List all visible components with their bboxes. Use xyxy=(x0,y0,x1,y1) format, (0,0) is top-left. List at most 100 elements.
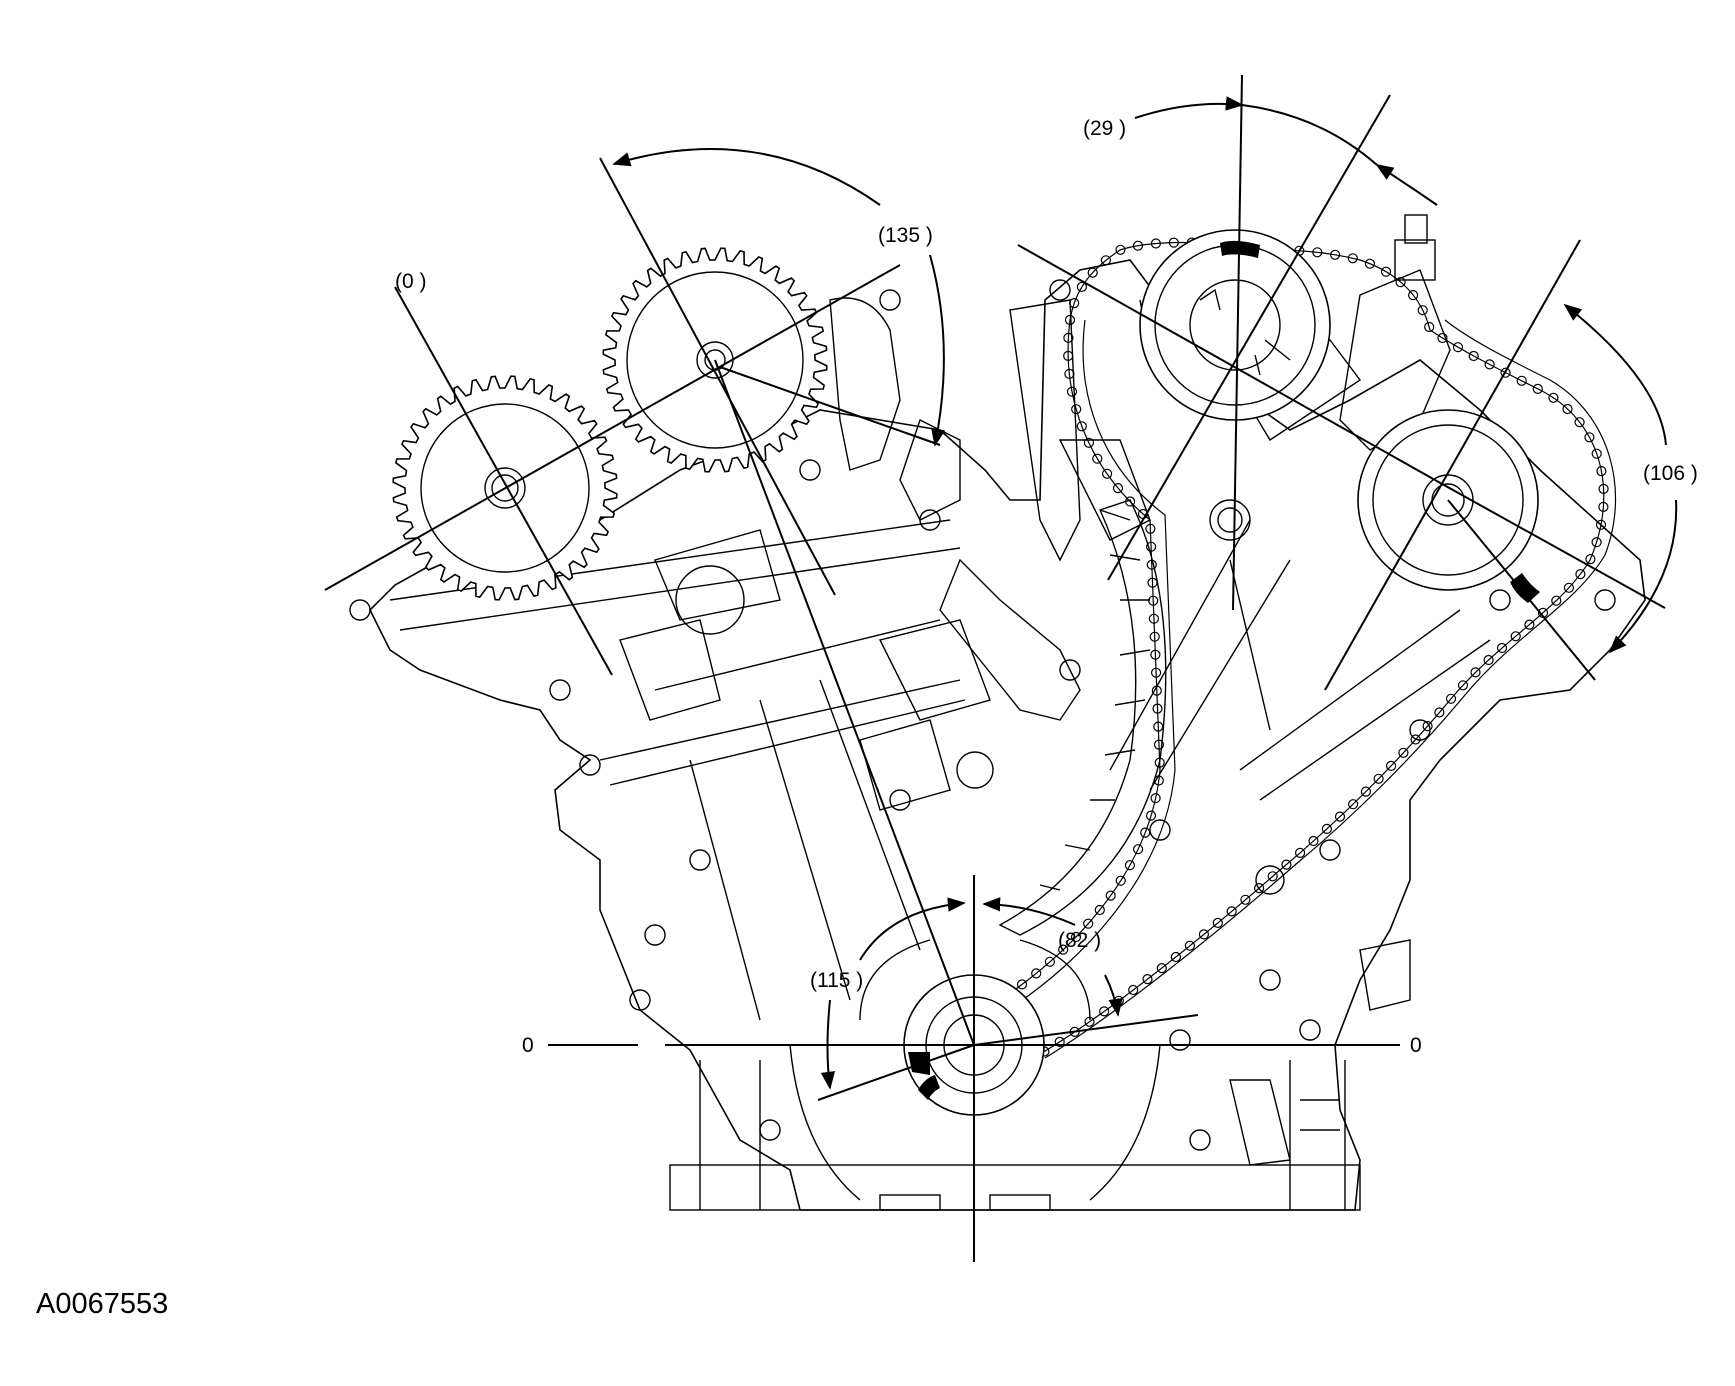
chain-link xyxy=(1347,799,1359,810)
chain-link xyxy=(1145,523,1156,534)
chain-link xyxy=(1226,906,1237,917)
baseline-label-right: 0 xyxy=(1410,1034,1422,1057)
chain-link xyxy=(1112,483,1124,494)
chain-link xyxy=(1184,940,1196,951)
chain-link xyxy=(1468,350,1479,362)
sprocket-ring xyxy=(491,474,519,502)
label-angle-82: (82 ) xyxy=(1058,929,1101,952)
chain-link xyxy=(1395,277,1406,288)
chain-link xyxy=(1148,595,1159,606)
chain-link xyxy=(1145,541,1157,552)
chain-link xyxy=(1457,680,1469,691)
arc-106b xyxy=(1608,499,1678,654)
chain-link xyxy=(1105,890,1116,901)
chain-link xyxy=(1150,649,1161,660)
timing-marks xyxy=(908,240,1540,1100)
chain-link xyxy=(1574,417,1585,428)
chain-link xyxy=(1170,951,1182,963)
chain-link xyxy=(1148,613,1160,624)
chain-link xyxy=(1321,823,1333,835)
chain-link xyxy=(1294,847,1306,859)
label-angle-106: (106 ) xyxy=(1643,462,1698,485)
chain-link xyxy=(1281,859,1292,870)
chain-link xyxy=(1598,501,1609,512)
chain-link xyxy=(1101,468,1113,479)
chain-link xyxy=(1168,237,1179,248)
arc-82b xyxy=(1104,974,1123,1017)
chain-link xyxy=(1076,281,1088,292)
chain-link xyxy=(1422,720,1433,732)
chain-link xyxy=(1149,631,1160,642)
chain-link xyxy=(1551,595,1562,606)
chain-link xyxy=(1064,314,1076,326)
arc-135 xyxy=(614,149,944,445)
chain-link xyxy=(1145,810,1157,821)
chain-link xyxy=(1334,811,1346,822)
chain-link xyxy=(1150,667,1162,678)
chain-link xyxy=(1070,931,1082,943)
chain-link xyxy=(1153,739,1165,750)
chain-link xyxy=(1124,860,1136,871)
chain-link xyxy=(1058,944,1069,955)
chain-link xyxy=(1312,247,1323,258)
chain-link xyxy=(1585,553,1596,565)
chain-link xyxy=(1591,448,1602,459)
chain-link xyxy=(1347,253,1358,264)
bolt-bosses xyxy=(349,279,1616,1151)
chain-link xyxy=(1132,844,1144,855)
chain-link xyxy=(1147,577,1158,588)
chain-link xyxy=(1069,298,1080,309)
chain-link xyxy=(1360,786,1372,797)
chain-link xyxy=(1115,875,1126,886)
chain-link xyxy=(1132,240,1144,251)
chain-link xyxy=(1596,466,1607,477)
chain-link xyxy=(1470,667,1481,678)
chain-link xyxy=(1150,793,1161,804)
chain-link xyxy=(1083,918,1094,929)
chain-link xyxy=(1380,266,1392,277)
sprocket-right-intake xyxy=(1139,229,1331,421)
arc-115b xyxy=(820,999,836,1090)
chain-link xyxy=(1083,437,1095,448)
chain-link xyxy=(1563,582,1575,593)
chain-link xyxy=(1548,392,1559,403)
chain-link xyxy=(1140,827,1151,838)
arc-106 xyxy=(1563,303,1667,446)
chain-link xyxy=(1510,631,1521,642)
arc-29c xyxy=(1241,104,1378,166)
sprocket-ring xyxy=(420,403,590,573)
chain-link xyxy=(1212,917,1223,929)
chain-link xyxy=(1124,496,1136,507)
arc-115 xyxy=(859,897,966,961)
chain-link xyxy=(1437,332,1448,344)
chain-link xyxy=(1153,721,1164,732)
chain-link xyxy=(1016,979,1028,990)
chain-link xyxy=(1575,568,1586,580)
chain-link xyxy=(1253,882,1265,894)
chain-link xyxy=(1063,332,1074,343)
chain-link xyxy=(1154,757,1165,768)
chain-link xyxy=(1156,962,1167,974)
chain-link xyxy=(1031,968,1042,979)
chain-link xyxy=(1076,421,1087,432)
chain-link xyxy=(1329,249,1341,260)
label-angle-115: (115 ) xyxy=(810,969,863,992)
chain-link xyxy=(1496,642,1508,654)
chain-link xyxy=(1092,453,1103,464)
chain-link xyxy=(1417,305,1428,316)
chain-link xyxy=(1591,537,1602,548)
chain-link xyxy=(1100,255,1112,266)
arc-82 xyxy=(982,897,1076,926)
chain-link xyxy=(1054,1036,1065,1048)
chain-link xyxy=(1385,760,1397,772)
chain-link xyxy=(1115,244,1126,255)
chain-link xyxy=(1532,383,1543,394)
chain-link xyxy=(1152,703,1163,714)
baseline-label-left: 0 xyxy=(522,1034,534,1057)
chain-link xyxy=(1398,747,1409,758)
chain-link xyxy=(1267,871,1278,882)
chain-link xyxy=(1484,359,1495,370)
chain-link xyxy=(1434,707,1445,718)
chain-link xyxy=(1064,368,1075,379)
chain-link xyxy=(1087,267,1098,278)
